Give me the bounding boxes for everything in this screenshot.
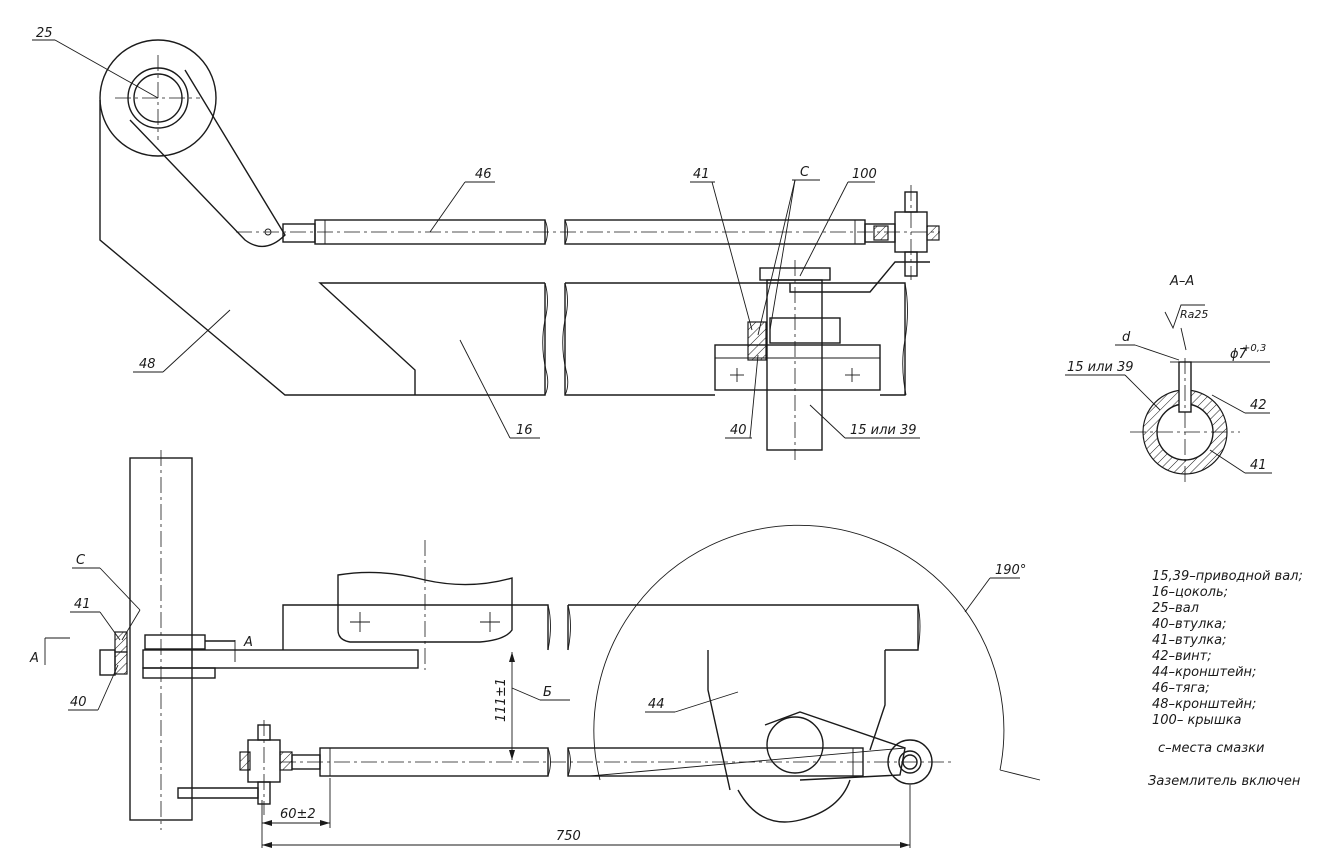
lever-arm: [129, 69, 286, 248]
legend-item: 42–винт;: [1152, 649, 1212, 664]
callout-c-top: С: [800, 165, 810, 180]
dim-angle: 190°: [995, 563, 1026, 578]
callout-41-section: 41: [1250, 458, 1267, 473]
callout-46: 46: [475, 167, 492, 182]
dimensions: 111±1 60±2 750 190°: [261, 563, 1026, 848]
travel-arc: [593, 524, 1005, 781]
callout-42: 42: [1250, 398, 1267, 413]
callout-48: 48: [139, 357, 156, 372]
callout-25: 25: [36, 26, 53, 41]
callout-16: 16: [516, 423, 533, 438]
legend-item: 48–кронштейн;: [1152, 697, 1256, 712]
bracket-48: [99, 100, 546, 396]
d-label: d: [1122, 330, 1131, 345]
bottom-view: А А: [29, 450, 1041, 830]
callout-41-left: 41: [74, 597, 91, 612]
dim-height: 111±1: [494, 678, 509, 722]
dim-length: 750: [556, 829, 581, 844]
callout-44: 44: [648, 697, 665, 712]
legend-item: 41–втулка;: [1152, 633, 1226, 648]
rod-46-end-left: [282, 223, 316, 243]
lubrication-note: с–места смазки: [1158, 741, 1264, 756]
legend-item: 16–цоколь;: [1152, 585, 1228, 600]
section-mark-left: А: [29, 651, 39, 666]
section-mark-mid: А: [243, 635, 253, 650]
top-callouts: 25 46 41 С 100 48 16 40 15 или 39: [32, 26, 920, 439]
legend-item: 100– крышка: [1152, 713, 1242, 728]
top-view: [99, 39, 940, 460]
state-note: Заземлитель включен: [1148, 774, 1301, 789]
shaft-25-boss: [99, 39, 217, 157]
legend-item: 44–кронштейн;: [1152, 665, 1256, 680]
legend-item: 40–втулка;: [1152, 617, 1226, 632]
upper-block: [337, 571, 513, 643]
callout-c-left: С: [76, 553, 86, 568]
dim-offset: 60±2: [280, 807, 316, 822]
bracket-44: [707, 650, 886, 791]
callout-41-top: 41: [693, 167, 710, 182]
callout-40-top: 40: [730, 423, 747, 438]
legend-item: 46–тяга;: [1152, 681, 1210, 696]
roughness-label: Ra25: [1180, 308, 1208, 321]
legend-item: 25–вал: [1152, 601, 1199, 616]
parts-legend: 15,39–приводной вал; 16–цоколь; 25–вал 4…: [1148, 569, 1303, 789]
bottom-callouts: С 41 40 44 Б: [68, 553, 739, 713]
callout-b: Б: [543, 685, 552, 700]
section-shaft-label: 15 или 39: [1067, 360, 1134, 375]
section-a-a: А–А Ra25 d ϕ7 +0,3 15 или 39 42 41: [1065, 274, 1272, 482]
callout-40-left: 40: [70, 695, 87, 710]
callout-15-39-top: 15 или 39: [850, 423, 917, 438]
section-title: А–А: [1169, 274, 1194, 289]
legend-item: 15,39–приводной вал;: [1152, 569, 1303, 584]
callout-100: 100: [852, 167, 877, 182]
hole-tol: +0,3: [1242, 343, 1266, 354]
hole-dim: ϕ7: [1230, 347, 1248, 362]
drive-shaft-top: [766, 279, 823, 451]
